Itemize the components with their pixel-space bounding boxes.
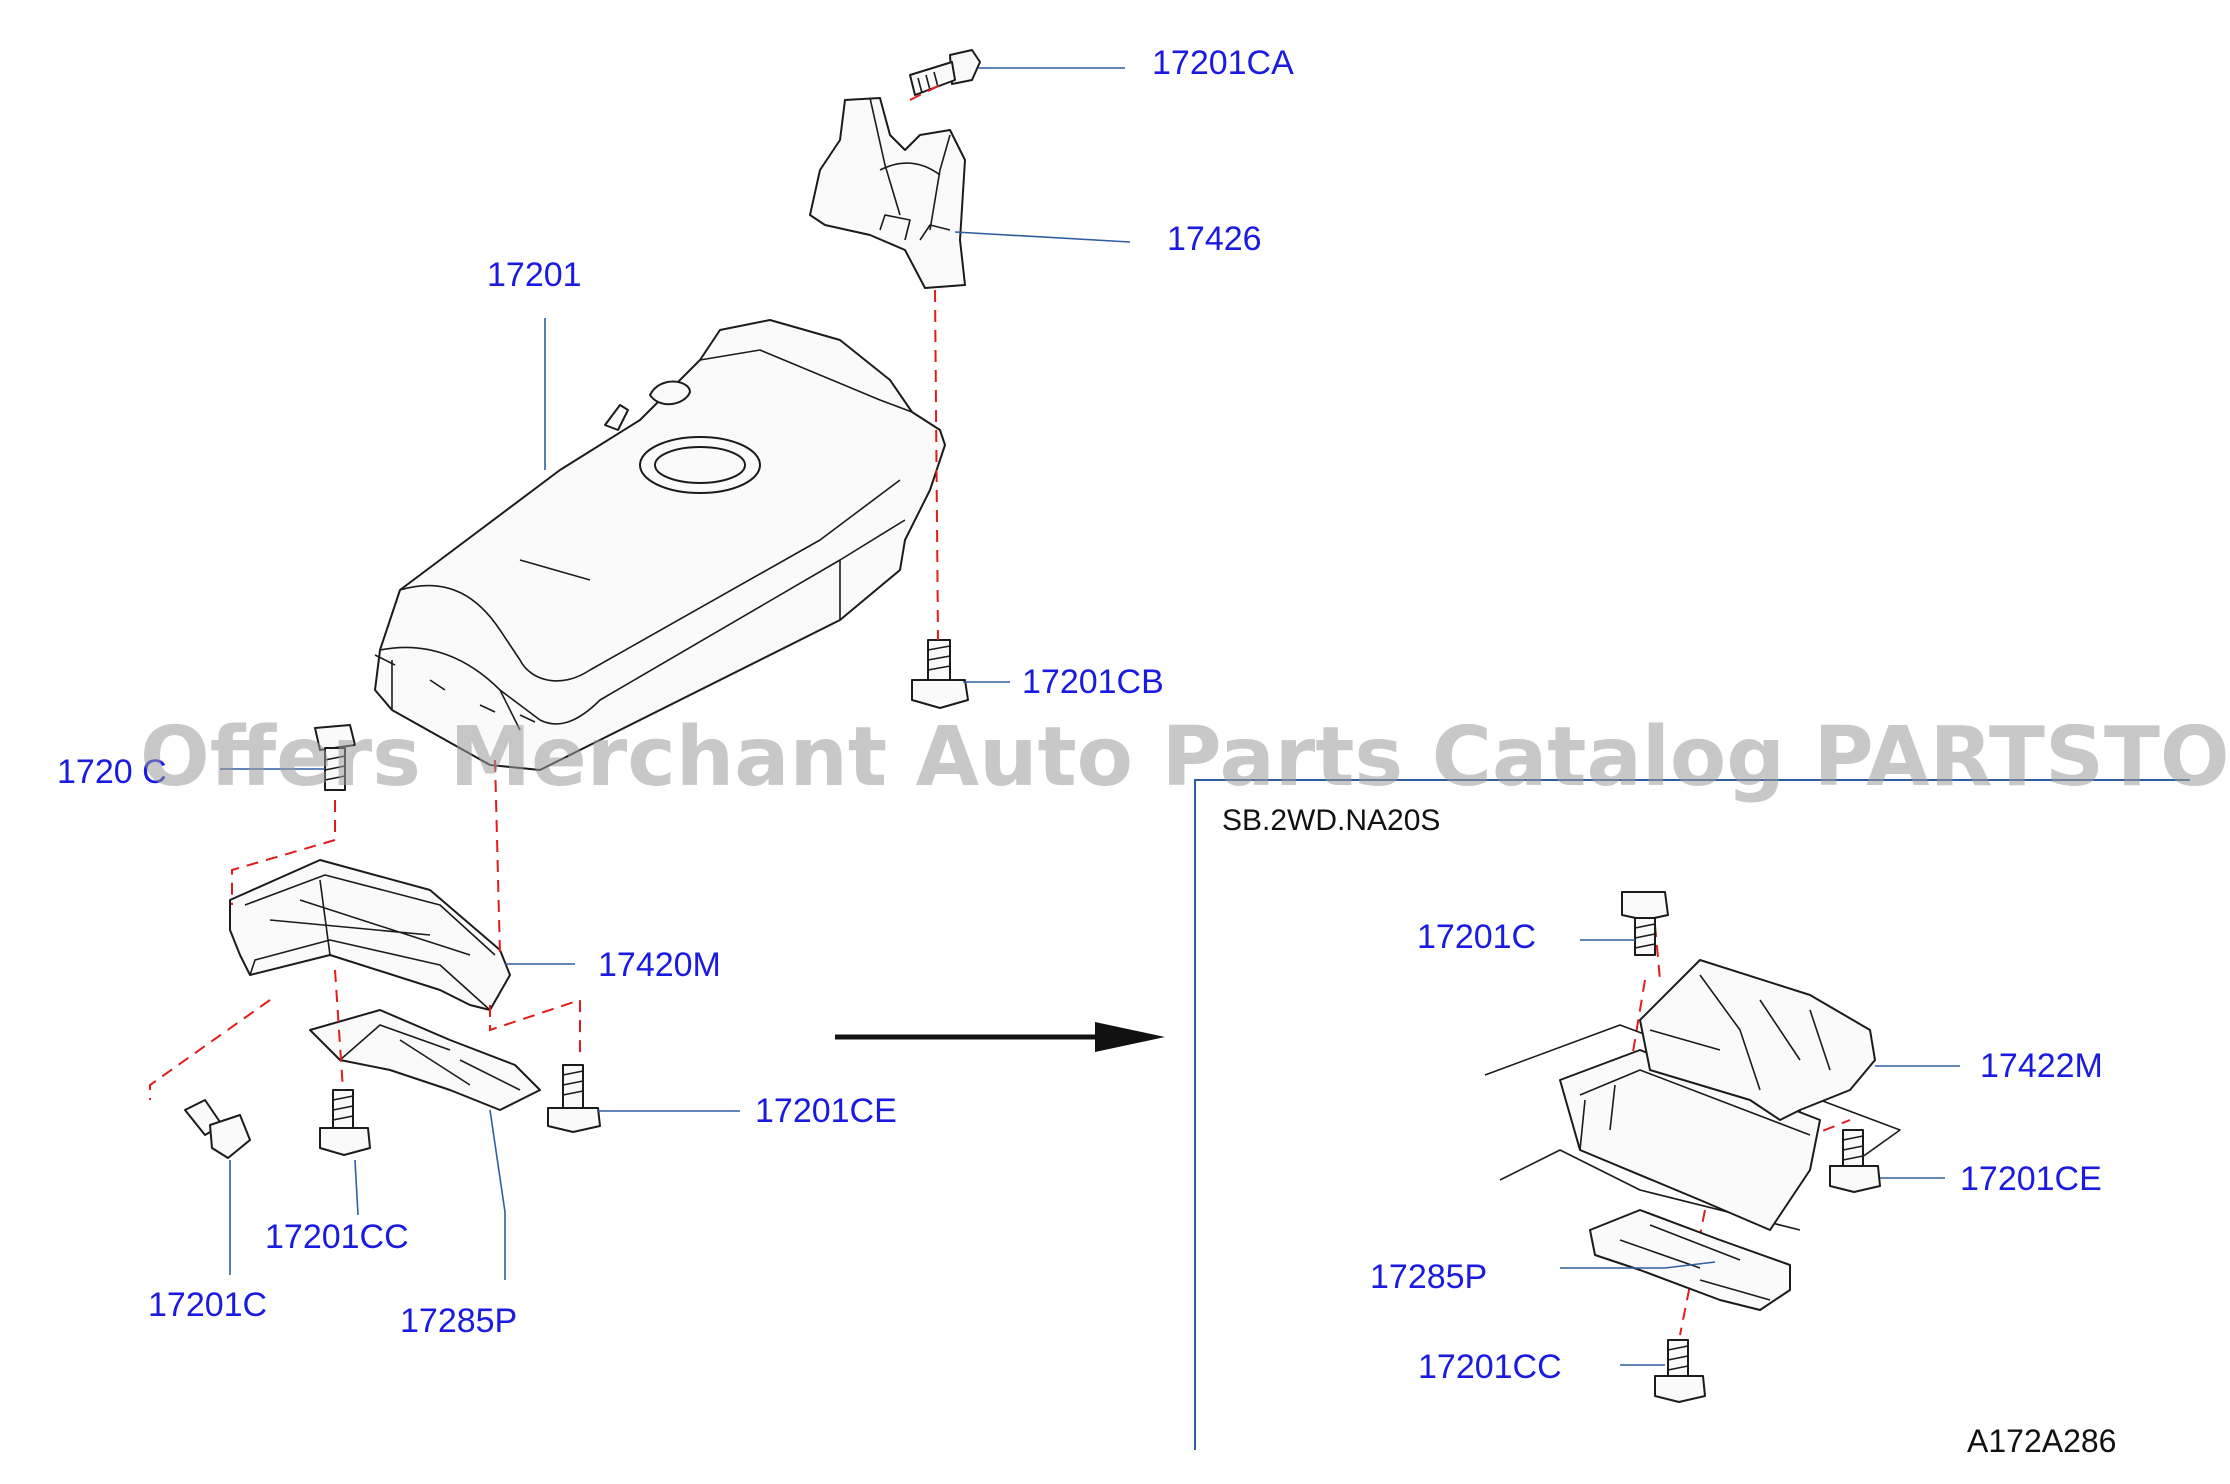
bolt-17201ca [909,49,981,96]
label-17201cc-right[interactable]: 17201CC [1418,1348,1562,1386]
label-17201[interactable]: 17201 [487,256,582,294]
variant-label: SB.2WD.NA20S [1222,804,1440,837]
label-17420m[interactable]: 17420M [598,946,721,984]
label-17201ce-right[interactable]: 17201CE [1960,1160,2102,1198]
label-17285p-left[interactable]: 17285P [400,1302,517,1340]
label-17426[interactable]: 17426 [1167,220,1262,258]
label-1720c-left[interactable]: 1720 C [57,753,167,791]
leader-lines [220,67,1960,1366]
label-17201c-right[interactable]: 17201C [1417,918,1536,956]
bracket-17422m [1639,959,1876,1121]
label-17422m[interactable]: 17422M [1980,1047,2103,1085]
bolt-17201ce-left [547,1064,601,1133]
bolt-17201c-left [184,1099,251,1159]
part-labels: 17201CA 17426 17201 17201CB 1720 C 17420… [57,44,2103,1386]
bolt-17201c-right [1621,891,1669,956]
bracket-17426 [809,97,966,289]
label-17201cb[interactable]: 17201CB [1022,663,1164,701]
label-17201c-left[interactable]: 17201C [148,1286,267,1324]
fuel-tank-17201 [374,319,946,771]
label-17201ca[interactable]: 17201CA [1152,44,1294,82]
bolt-17201cb [911,639,969,709]
bolt-1720c-left [314,724,356,791]
bracket-17420m [229,859,511,1011]
label-17201ce-left[interactable]: 17201CE [755,1092,897,1130]
diagram-code: A172A286 [1967,1423,2116,1459]
bolt-17201ce-right [1829,1129,1881,1193]
bracket-17285p-right [1589,1209,1791,1311]
bolt-17201cc-right [1654,1339,1706,1403]
watermark: Offers Merchant Auto Parts Catalog PARTS… [140,710,2230,805]
bolt-17201cc-left [319,1089,371,1156]
label-17201cc-left[interactable]: 17201CC [265,1218,409,1256]
direction-arrow [835,1022,1165,1052]
bracket-17285p-left [309,1009,541,1111]
label-17285p-right[interactable]: 17285P [1370,1258,1487,1296]
variant-frame [1194,779,2190,1450]
